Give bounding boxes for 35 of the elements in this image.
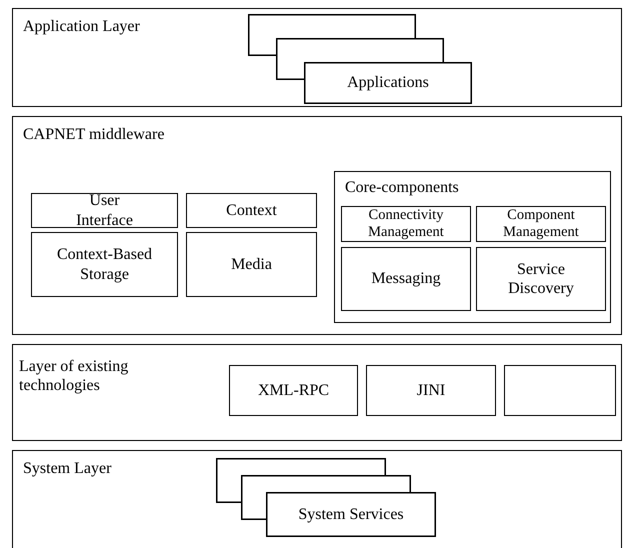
component-label: XML-RPC <box>258 380 330 400</box>
layer-heading: Application Layer <box>23 17 140 36</box>
component-box <box>186 193 317 228</box>
layer-heading: Layer of existing technologies <box>19 357 130 396</box>
component-label: JINI <box>416 380 446 400</box>
component-box <box>341 247 471 311</box>
layer-band <box>12 8 622 107</box>
component-label: Component Management <box>502 206 580 242</box>
component-label: Service Discovery <box>507 260 575 298</box>
layer-heading: Core-components <box>345 178 459 198</box>
component-label: Connectivity Management <box>367 206 445 242</box>
component-label: Context-Based Storage <box>56 245 154 284</box>
group-box <box>334 171 611 323</box>
component-box <box>366 365 496 416</box>
component-box <box>476 247 606 311</box>
layer-heading: CAPNET middleware <box>23 125 164 144</box>
stacked-boxes <box>216 458 436 537</box>
layer-band <box>12 116 622 335</box>
component-box <box>476 206 606 242</box>
component-label: Context <box>226 200 277 220</box>
component-box <box>504 365 616 416</box>
component-box <box>229 365 358 416</box>
component-box <box>31 232 178 297</box>
layer-band <box>12 450 622 548</box>
component-box <box>186 232 317 297</box>
component-label: User Interface <box>75 191 134 230</box>
component-label: System Services <box>297 504 405 525</box>
component-label: Messaging <box>371 269 441 289</box>
component-box <box>31 193 178 228</box>
component-label: Applications <box>346 73 430 94</box>
layer-heading: System Layer <box>23 459 112 478</box>
layer-band <box>12 344 622 441</box>
component-box <box>341 206 471 242</box>
component-label: Media <box>231 254 272 274</box>
stacked-boxes <box>248 14 472 104</box>
